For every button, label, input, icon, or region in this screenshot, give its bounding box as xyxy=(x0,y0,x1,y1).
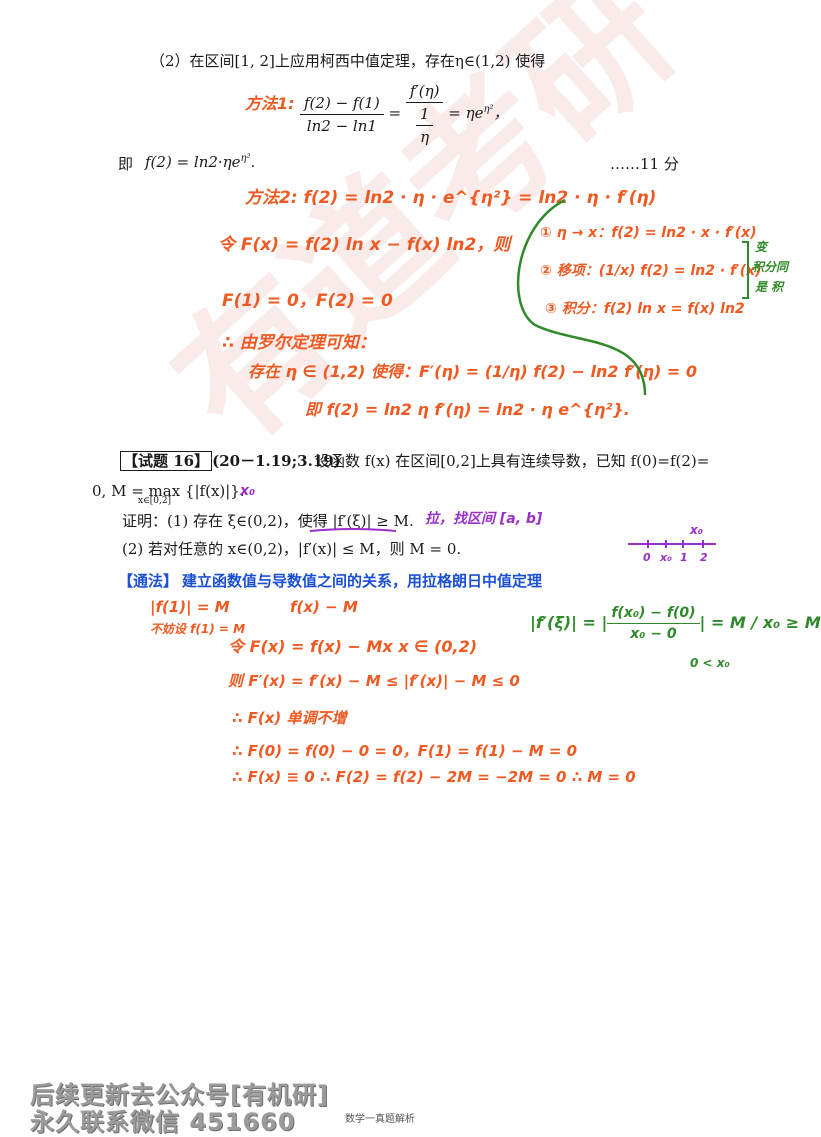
side-note-2: 积分同 xyxy=(752,260,789,274)
footer-line1: 后续更新去公众号[有机研] xyxy=(30,1081,329,1109)
result-formula: f(2) = ln2·ηeη². xyxy=(145,153,256,171)
values: ∴ F(0) = f(0) − 0 = 0，F(1) = f(1) − M = … xyxy=(232,742,578,760)
abs-f1: |f(1)| = M xyxy=(150,598,230,616)
score: ……11 分 xyxy=(610,155,679,173)
number-line-top: x₀ xyxy=(690,523,703,537)
green-bracket xyxy=(516,198,647,396)
step2: ② 移项：(1/x) f(2) = ln2 · f′(x) xyxy=(540,263,762,279)
problem16-line2: 0, M = max {|f(x)|}. xyxy=(92,482,245,500)
problem16-header: 【试题 16】(20－1.19;3.19) xyxy=(120,450,341,471)
result-label: 即 xyxy=(118,155,134,173)
hint: 拉，找区间 [a, b] xyxy=(425,511,543,527)
proof-2: (2) 若对任意的 x∈(0,2)，|f′(x)| ≤ M，则 M = 0. xyxy=(122,540,462,558)
problem16-max-sub: x∈[0,2] xyxy=(138,496,172,506)
monotone: ∴ F(x) 单调不增 xyxy=(232,709,347,727)
number-line-1: 1 xyxy=(680,551,688,564)
problem16-source: (20－1.19;3.19) xyxy=(212,452,341,470)
x0-note: x₀ xyxy=(240,483,256,499)
step1: ① η → x：f(2) = ln2 · x · f′(x) xyxy=(540,225,757,241)
let-G: 令 F(x) = f(x) − Mx x ∈ (0,2) xyxy=(228,637,478,656)
green-rhs: | = M / x₀ ≥ M xyxy=(699,613,821,632)
method1-label: 方法1: xyxy=(245,94,295,113)
side-brace xyxy=(742,241,749,299)
method2-line: 方法2: f(2) = ln2 · η · e^{η²} = ln2 · η ·… xyxy=(245,188,657,208)
result-formula-text: f(2) = ln2·ηe xyxy=(145,153,241,171)
final: ∴ F(x) ≡ 0 ∴ F(2) = f(2) − 2M = −2M = 0 … xyxy=(232,768,636,786)
proof-underline xyxy=(309,528,397,532)
exists-line: 存在 η ∈ (1,2) 使得：F′(η) = (1/η) f(2) − ln2… xyxy=(248,362,697,381)
formula-sup: η² xyxy=(483,104,494,115)
number-line-2: 2 xyxy=(700,551,708,564)
formula-den2-top: 1 xyxy=(415,105,434,126)
green-cond: 0 < x₀ xyxy=(690,656,730,670)
green-lhs: |f′(ξ)| = | xyxy=(530,613,608,632)
problem16-tag: 【试题 16】 xyxy=(120,451,213,471)
green-num: f(x₀) − f(0) xyxy=(607,605,700,624)
side-note-1: 变 xyxy=(755,240,768,254)
part2-intro: （2）在区间[1, 2]上应用柯西中值定理，存在η∈(1,2) 使得 xyxy=(150,52,546,70)
green-den: x₀ − 0 xyxy=(630,626,677,642)
result-sup: η² xyxy=(240,153,251,164)
let-F: 令 F(x) = f(2) ln x − f(x) ln2，则 xyxy=(218,235,511,255)
problem16-stem: 设函数 f(x) 在区间[0,2]上具有连续导数，已知 f(0)=f(2)= xyxy=(315,452,710,470)
side-note-3: 是 积 xyxy=(755,280,784,294)
formula-num2: f′(η) xyxy=(405,82,444,103)
rolle-line: ∴ 由罗尔定理可知： xyxy=(222,333,376,353)
step3: ③ 积分：f(2) ln x = f(x) ln2 xyxy=(545,301,745,317)
footer-line2: 永久联系微信 451660 xyxy=(30,1108,296,1136)
conclude-line: 即 f(2) = ln2 η f′(η) = ln2 · η e^{η²}. xyxy=(305,400,630,419)
page-number: 数学一真题解析 xyxy=(345,1114,415,1125)
formula-den2-bot: η xyxy=(420,128,430,146)
number-line-0: 0 xyxy=(643,551,651,564)
F-values: F(1) = 0，F(2) = 0 xyxy=(222,291,393,311)
G-prime: 则 F′(x) = f′(x) − M ≤ |f′(x)| − M ≤ 0 xyxy=(228,672,520,690)
number-line xyxy=(628,540,716,548)
formula-den1: ln2 − ln1 xyxy=(306,116,377,135)
number-line-x0: x₀ xyxy=(660,551,672,564)
method-tag: 【通法】 xyxy=(118,572,179,590)
formula-num1: f(2) − f(1) xyxy=(300,94,384,115)
formula-rhs: = ηe xyxy=(448,104,484,122)
proof-1: 证明：(1) 存在 ξ∈(0,2)，使得 |f′(ξ)| ≥ M. xyxy=(122,512,414,530)
method-text: 建立函数值与导数值之间的关系，用拉格朗日中值定理 xyxy=(182,572,543,590)
green-formula: |f′(ξ)| = |f(x₀) − f(0) x₀ − 0 | = M / x₀ … xyxy=(530,605,821,642)
assume: 不妨设 f(1) = M xyxy=(150,622,246,636)
fx-minus: f(x) − M xyxy=(290,598,358,616)
